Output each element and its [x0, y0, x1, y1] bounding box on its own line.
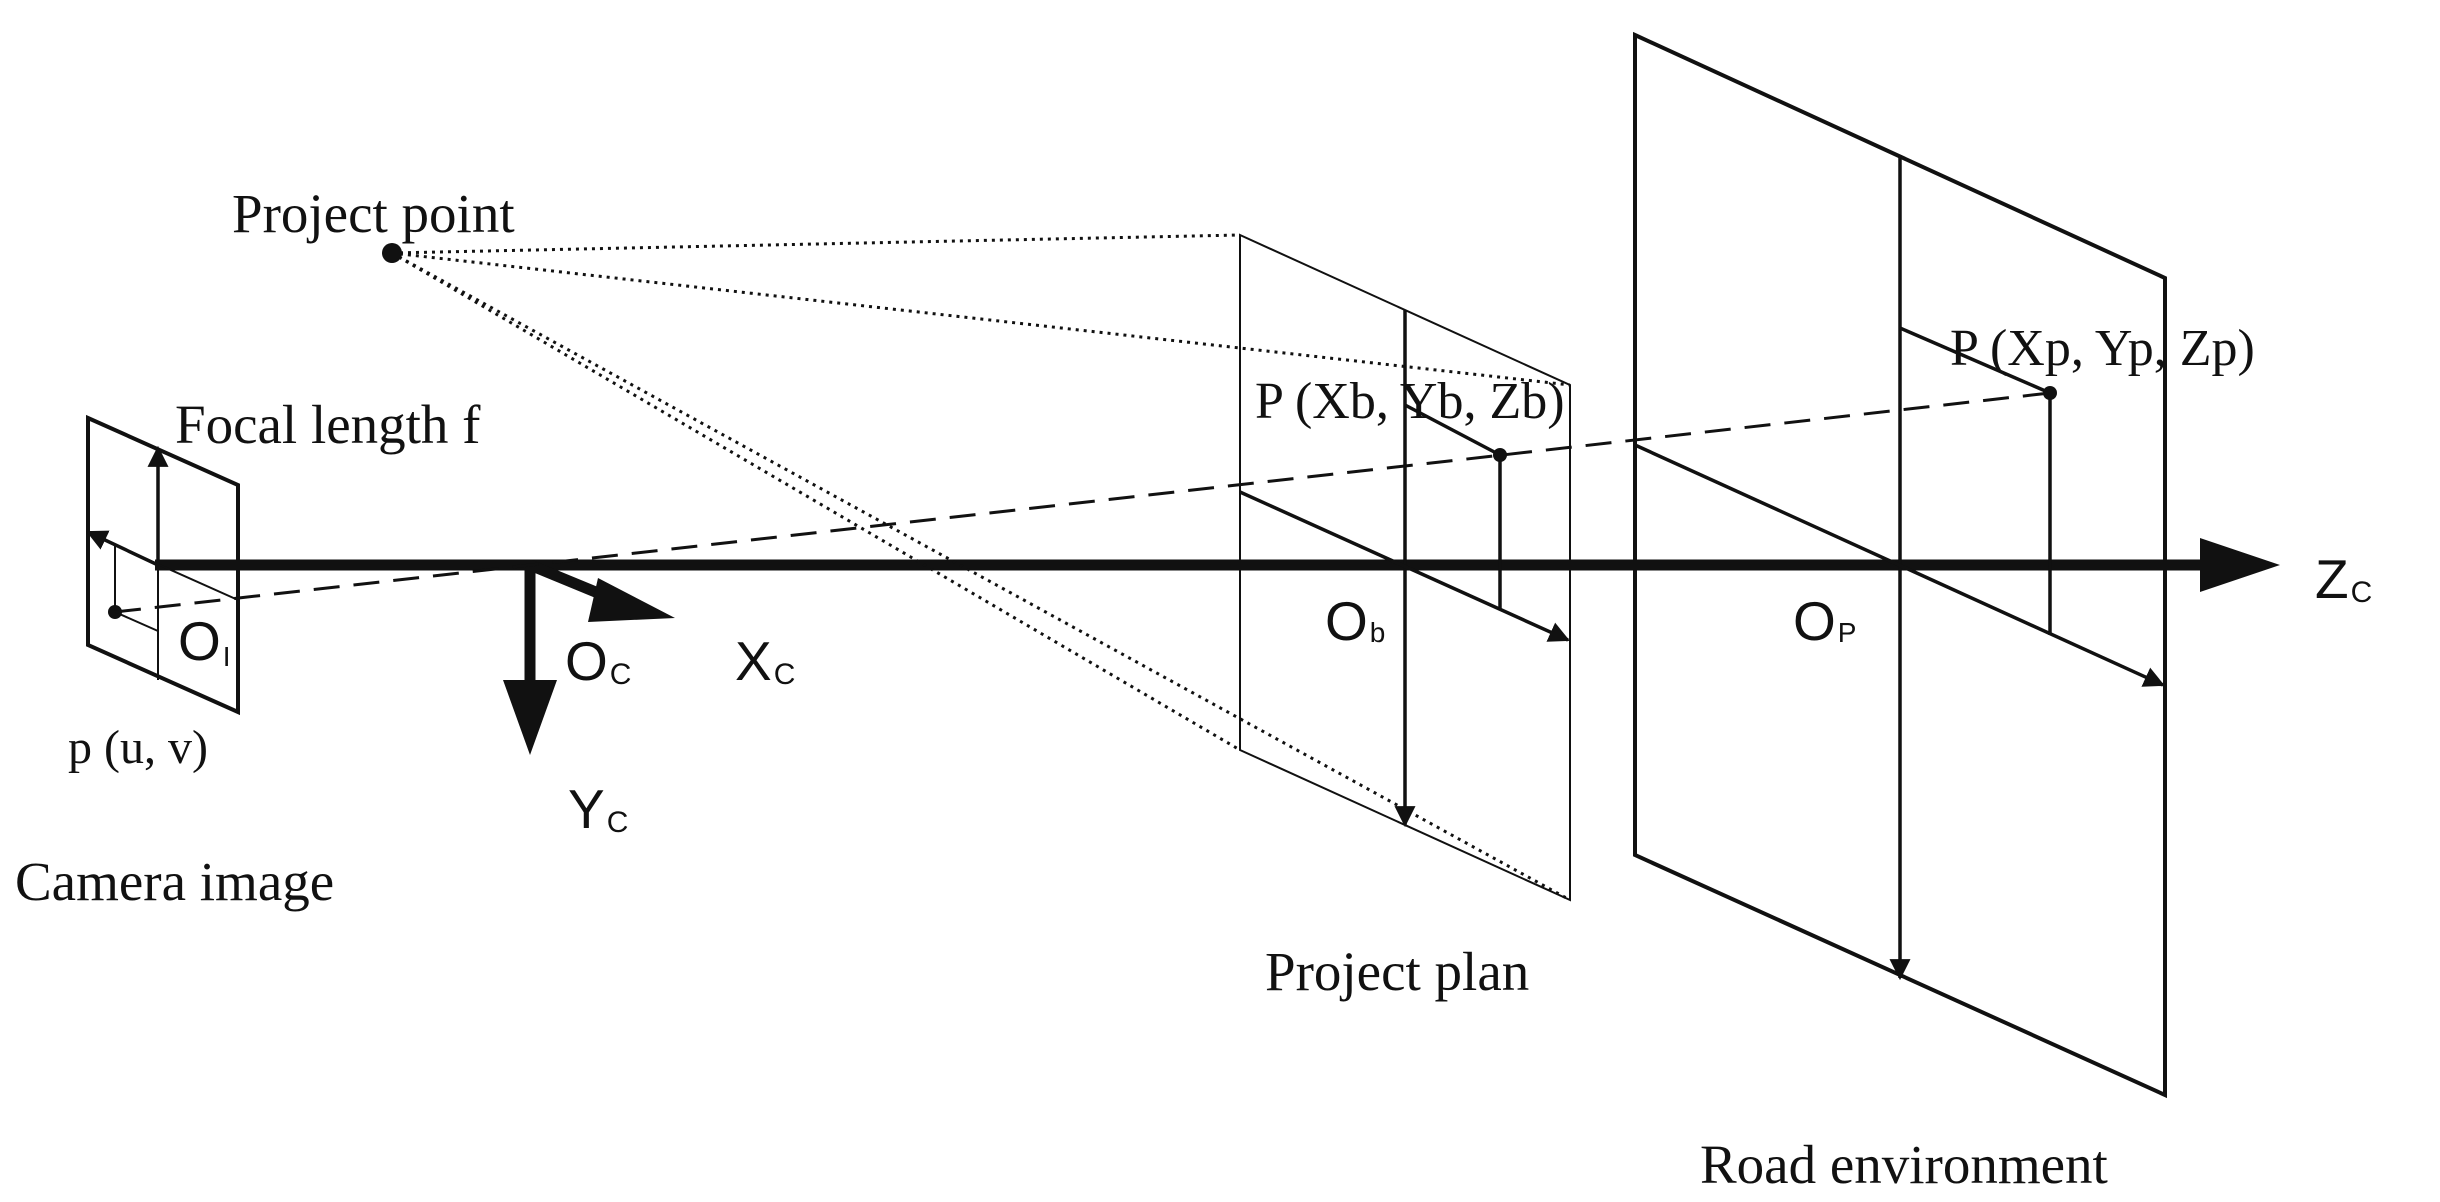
plane-point-dot	[1493, 448, 1507, 462]
xc-axis-arrowhead	[588, 578, 675, 622]
road-point-label: P (Xp, Yp, Zp)	[1950, 320, 2255, 377]
road-environment-plane	[1633, 31, 2167, 1099]
project-plane	[1239, 233, 1571, 902]
plane-origin-label: Ob	[1325, 590, 1385, 652]
image-origin-label: OI	[178, 610, 231, 672]
road-environment-label: Road environment	[1700, 1134, 2108, 1195]
image-x-axis-arrow	[86, 530, 159, 567]
yc-axis-arrowhead	[503, 680, 557, 755]
image-point-label: p (u, v)	[68, 721, 208, 774]
project-plan-label: Project plan	[1265, 941, 1529, 1002]
yc-label: YC	[568, 778, 628, 840]
camera-image-label: Camera image	[15, 851, 334, 912]
project-point-rays	[391, 233, 1571, 902]
road-point-dot	[2043, 386, 2057, 400]
camera-origin-label: OC	[565, 630, 631, 692]
zc-axis-arrowhead	[2200, 538, 2280, 592]
project-point-dot	[382, 243, 402, 263]
plane-point-label: P (Xb, Yb, Zb)	[1255, 373, 1565, 430]
road-origin-label: OP	[1793, 590, 1856, 652]
focal-length-label: Focal length f	[175, 394, 481, 455]
zc-label: ZC	[2315, 548, 2372, 610]
project-point-label: Project point	[232, 183, 515, 244]
camera-image-plane	[86, 414, 240, 716]
projection-ray	[114, 391, 2051, 614]
xc-label: XC	[735, 630, 795, 692]
